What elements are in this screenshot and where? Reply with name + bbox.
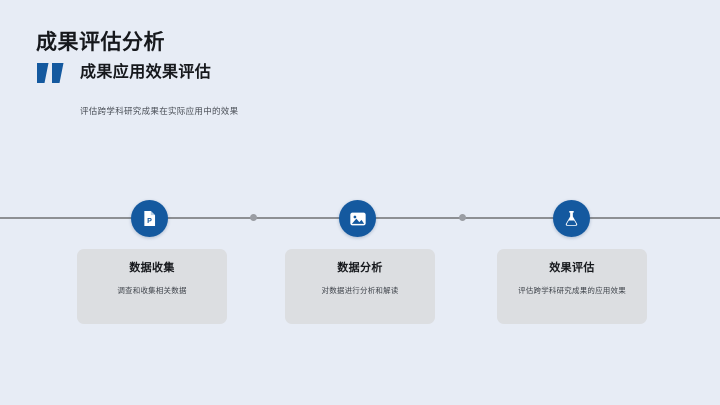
card-title: 数据收集 (129, 262, 175, 274)
card-effect-evaluation[interactable]: 效果评估 评估跨学科研究成果的应用效果 (497, 249, 647, 324)
card-description: 评估跨学科研究成果的应用效果 (518, 286, 626, 295)
card-title: 数据分析 (337, 262, 383, 274)
timeline-node-data-analysis[interactable] (339, 200, 376, 237)
page-title: 成果评估分析 (36, 31, 165, 54)
card-description: 对数据进行分析和解读 (321, 286, 399, 295)
section-heading-row: 成果应用效果评估 (36, 60, 211, 86)
timeline-node-effect-evaluation[interactable] (553, 200, 590, 237)
card-description: 调查和收集相关数据 (117, 286, 187, 295)
svg-text:P: P (147, 217, 152, 225)
card-title: 效果评估 (549, 262, 595, 274)
section-subtitle: 评估跨学科研究成果在实际应用中的效果 (80, 106, 239, 116)
card-data-collection[interactable]: 数据收集 调查和收集相关数据 (77, 249, 227, 324)
timeline-minor-dot (459, 214, 466, 221)
document-p-icon: P (140, 209, 159, 228)
quote-mark-icon (36, 60, 70, 86)
card-row: 数据收集 调查和收集相关数据 数据分析 对数据进行分析和解读 效果评估 评估跨学… (0, 249, 720, 339)
slide-header: 成果评估分析 成果应用效果评估 评估跨学科研究成果在实际应用中的效果 (0, 0, 720, 140)
image-picture-icon (348, 209, 368, 229)
flask-beaker-icon (562, 209, 581, 228)
timeline: P (0, 180, 720, 260)
timeline-node-data-collection[interactable]: P (131, 200, 168, 237)
card-data-analysis[interactable]: 数据分析 对数据进行分析和解读 (285, 249, 435, 324)
section-heading: 成果应用效果评估 (80, 64, 212, 81)
timeline-minor-dot (250, 214, 257, 221)
